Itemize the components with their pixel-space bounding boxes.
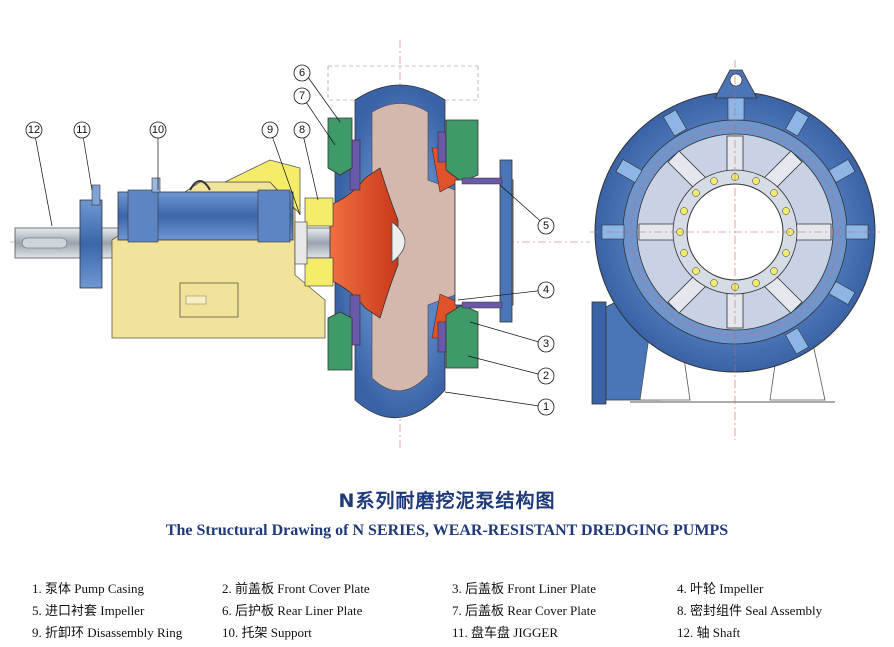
callout-12: 12 [25, 121, 43, 139]
legend-item-11: 11. 盘车盘 JIGGER [452, 625, 559, 640]
svg-text:8: 8 [299, 124, 305, 136]
front-liner-lower [437, 321, 447, 353]
svg-text:9: 9 [267, 124, 273, 136]
callout-6: 6 [293, 64, 311, 82]
inlet-flange [499, 159, 513, 323]
support-window [179, 282, 239, 318]
title-chinese: N系列耐磨挖泥泵结构图 [338, 490, 556, 512]
callout-11: 11 [73, 121, 91, 139]
front-cover-plate-lower [445, 304, 479, 369]
pump-structure-diagram: 1 2 3 4 5 6 7 8 9 10 11 12 [10, 40, 880, 450]
front-cover-plate-upper [445, 119, 479, 183]
title-english: The Structural Drawing of N SERIES, WEAR… [165, 522, 729, 539]
callout-9: 9 [261, 121, 279, 139]
callout-7: 7 [293, 87, 311, 105]
callout-2: 2 [537, 367, 555, 385]
phantom-outline-right [445, 66, 479, 101]
legend-item-12: 12. 轴 Shaft [677, 625, 741, 640]
bearing-cap-left [127, 189, 159, 243]
inlet-liner-upper [461, 177, 503, 185]
grease-nipple [151, 177, 161, 193]
rear-cover-plate-lower [327, 311, 353, 371]
seal-assembly [304, 197, 334, 227]
svg-text:12: 12 [28, 124, 40, 136]
support-frame-top [224, 159, 301, 216]
callout-5: 5 [537, 217, 555, 235]
front-liner-upper [437, 131, 447, 163]
legend-item-7: 7. 后盖板 Rear Cover Plate [452, 603, 597, 618]
discharge-flange [591, 301, 607, 405]
inlet-liner-lower [461, 301, 503, 309]
disassembly-ring [294, 221, 308, 265]
sectional-view [14, 65, 514, 419]
legend-item-6: 6. 后护板 Rear Liner Plate [222, 603, 363, 618]
callout-3: 3 [537, 335, 555, 353]
svg-text:1: 1 [543, 401, 549, 413]
svg-text:7: 7 [299, 90, 305, 102]
bearing-cap-right [257, 189, 291, 243]
callout-4: 4 [537, 281, 555, 299]
legend-item-8: 8. 密封组件 Seal Assembly [677, 603, 823, 618]
pump-cavity [359, 103, 456, 392]
svg-text:6: 6 [299, 67, 305, 79]
callouts: 1 2 3 4 5 6 7 8 9 10 11 12 [25, 64, 555, 416]
impeller-nose [391, 221, 406, 263]
lifting-lug-hole [729, 73, 743, 87]
svg-text:4: 4 [543, 284, 549, 296]
legend-item-5: 5. 进口衬套 Impeller [32, 603, 145, 618]
phantom-outline-left [327, 66, 355, 101]
cover-ribs [638, 135, 832, 329]
svg-text:11: 11 [76, 124, 87, 136]
seal-assembly-lower [304, 257, 334, 287]
support-window-bar [185, 295, 207, 305]
legend-item-4: 4. 叶轮 Impeller [677, 581, 764, 596]
legend-item-9: 9. 折卸环 Disassembly Ring [32, 625, 183, 640]
svg-text:3: 3 [543, 338, 549, 350]
end-view [590, 60, 880, 440]
legend-item-1: 1. 泵体 Pump Casing [32, 581, 144, 596]
legend-item-2: 2. 前盖板 Front Cover Plate [222, 581, 370, 596]
rear-cover-plate-upper [327, 117, 353, 176]
legend-item-3: 3. 后盖板 Front Liner Plate [452, 581, 597, 596]
callout-10: 10 [149, 121, 167, 139]
jigger-bolt [91, 184, 101, 206]
jigger-disc [79, 199, 103, 289]
clamp-tabs [601, 97, 869, 355]
callout-1: 1 [537, 398, 555, 416]
svg-text:2: 2 [543, 370, 549, 382]
svg-text:10: 10 [152, 124, 164, 136]
flange-bolts [676, 173, 794, 291]
legend-item-10: 10. 托架 Support [222, 625, 312, 640]
callout-8: 8 [293, 121, 311, 139]
shaft-keyway [21, 237, 68, 249]
lifting-eye [189, 180, 211, 191]
leader-lines [33, 72, 547, 408]
svg-text:5: 5 [543, 220, 549, 232]
